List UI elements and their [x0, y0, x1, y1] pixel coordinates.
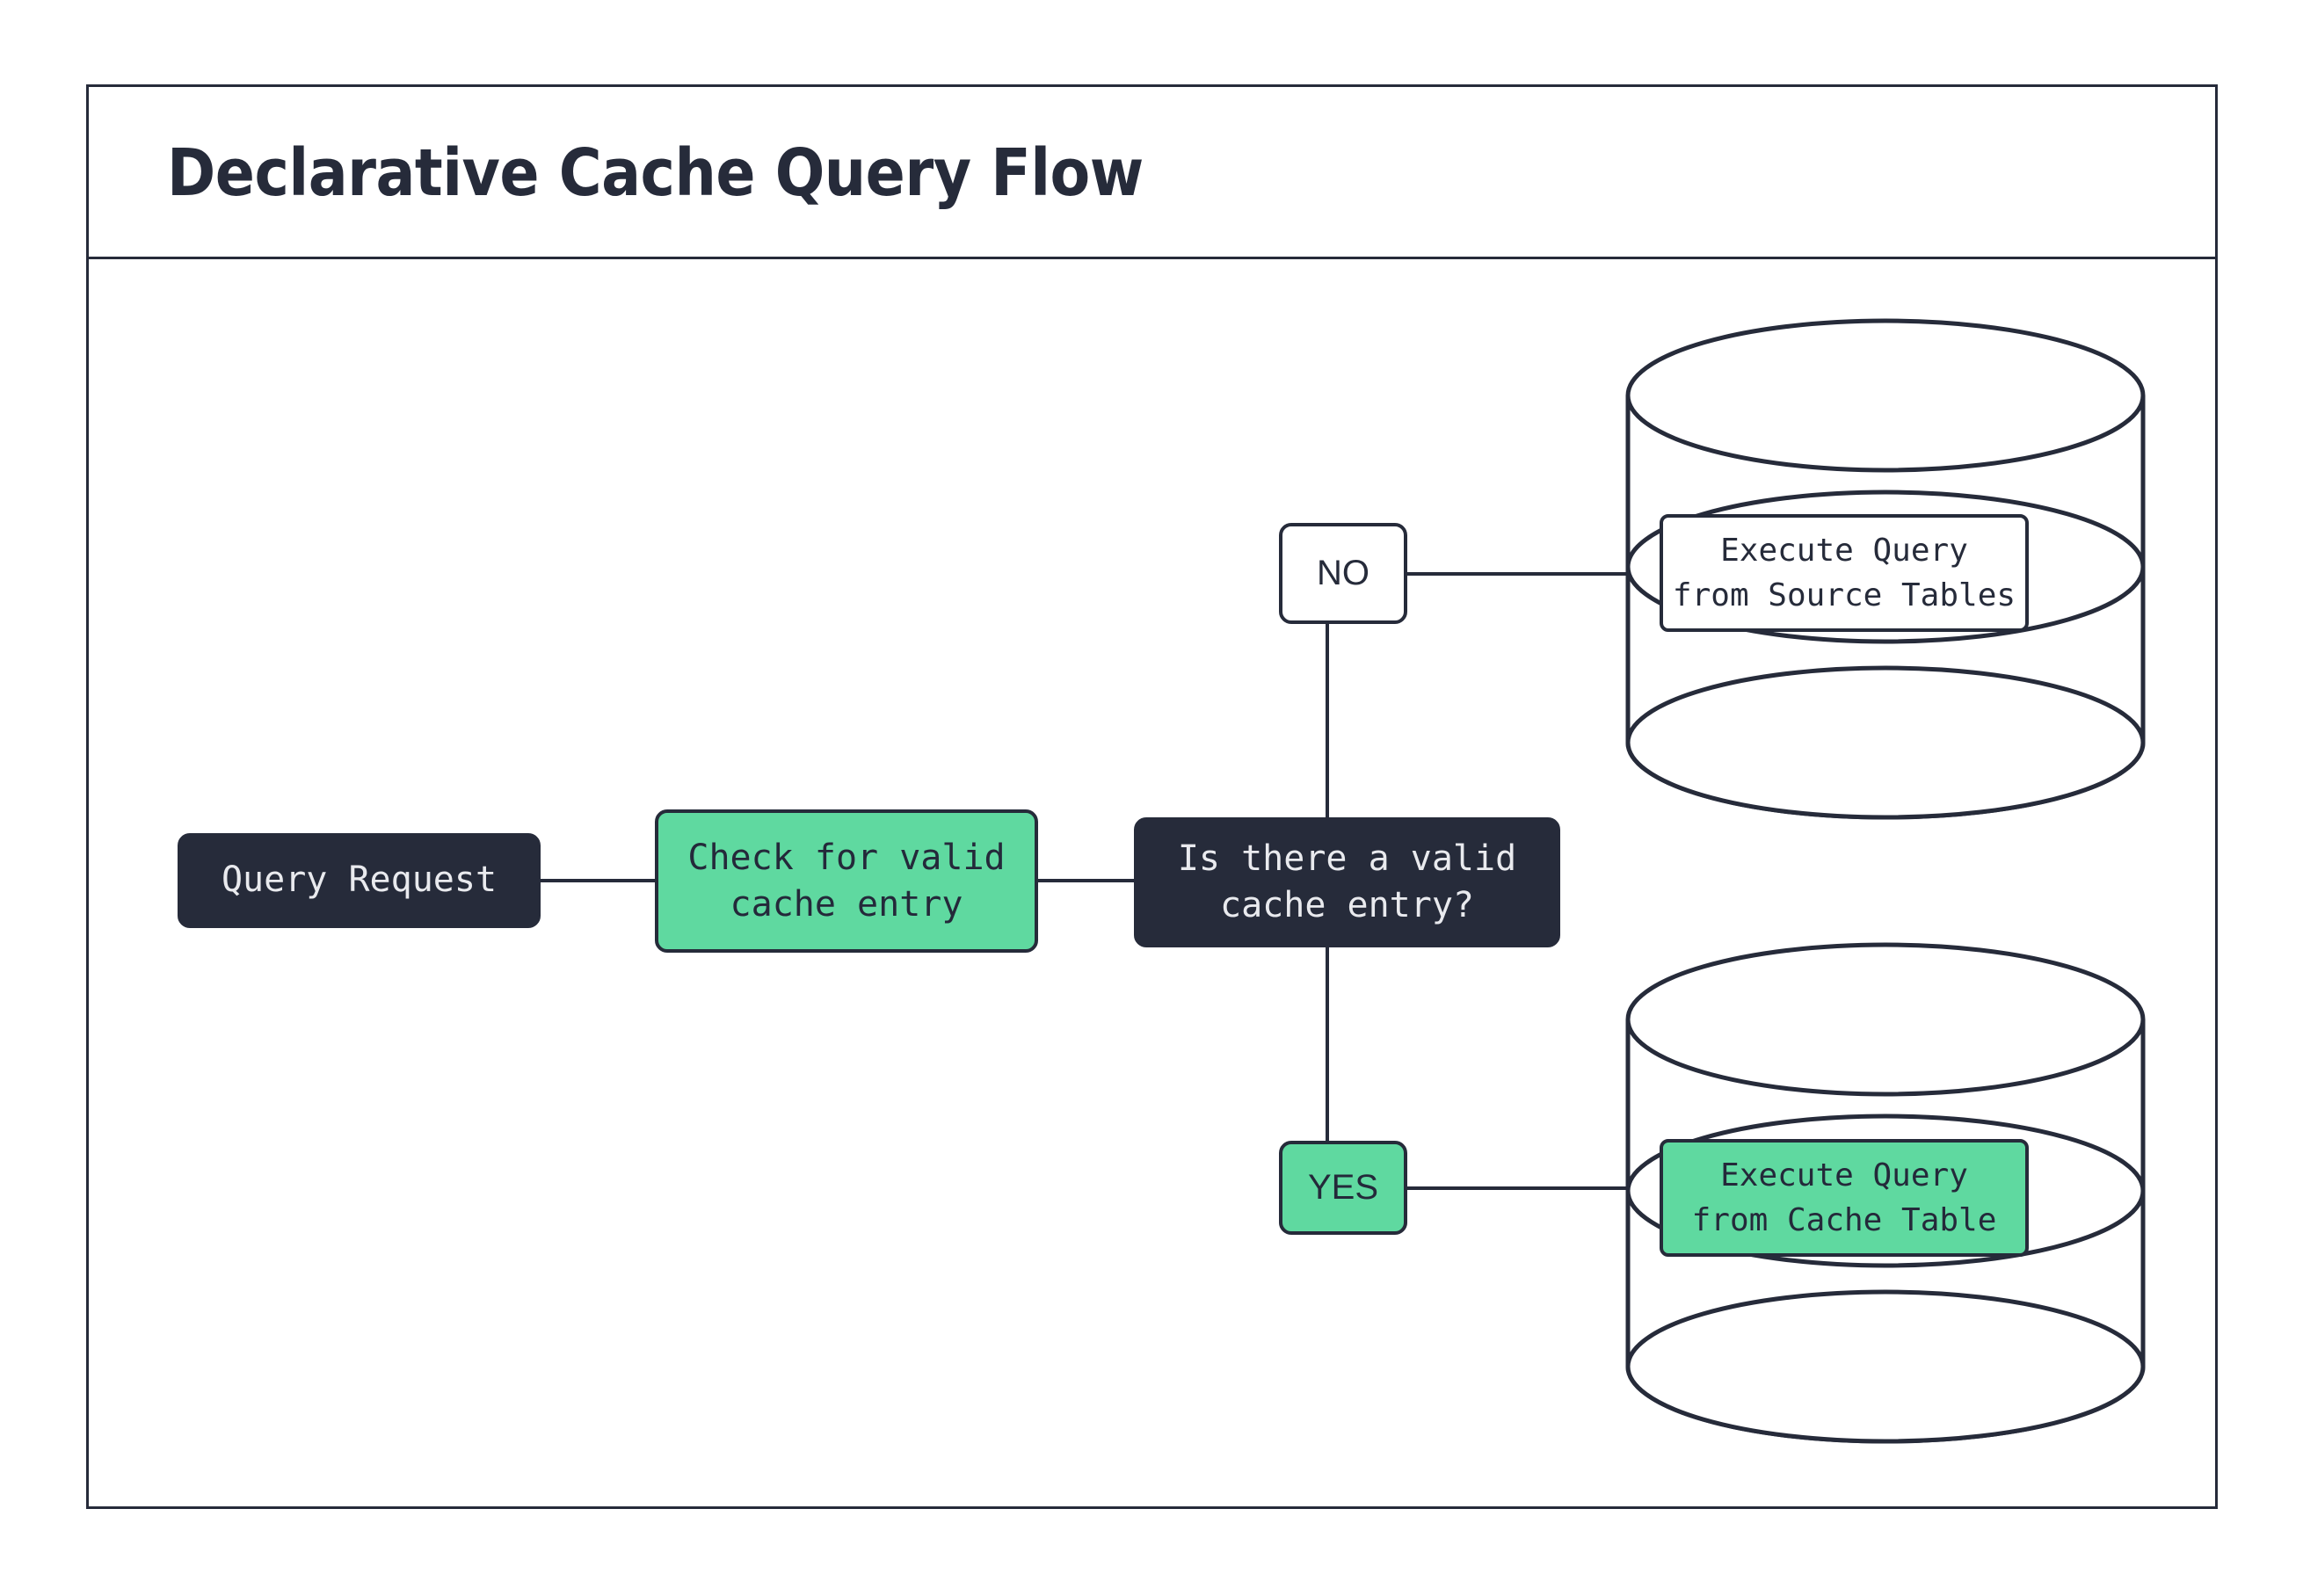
node-query-request[interactable]: Query Request	[178, 833, 541, 928]
branch-label-yes[interactable]: YES	[1279, 1141, 1407, 1235]
node-check-for-valid-cache-entry[interactable]: Check for valid cache entry	[655, 809, 1038, 953]
title-bar	[86, 84, 2218, 259]
node-execute-query-from-source-tables[interactable]: Execute Query from Source Tables	[1660, 514, 2029, 632]
branch-label-no[interactable]: NO	[1279, 523, 1407, 624]
page-title: Declarative Cache Query Flow	[167, 135, 1144, 211]
node-execute-query-from-cache-table[interactable]: Execute Query from Cache Table	[1660, 1139, 2029, 1257]
node-decision-valid-cache-entry[interactable]: Is there a valid cache entry?	[1134, 817, 1560, 947]
